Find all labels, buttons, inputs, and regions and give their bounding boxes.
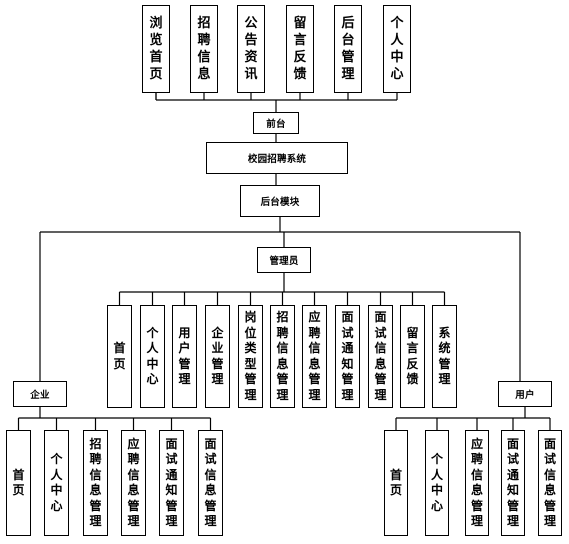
backend-node: 后台模块 xyxy=(240,185,320,217)
frontend-module-2: 招聘信息 xyxy=(190,5,218,93)
admin-module-11: 系统管理 xyxy=(432,305,457,408)
enterprise-module-label: 面试信息管理 xyxy=(204,436,217,529)
enterprise-module-3: 招聘信息管理 xyxy=(83,430,108,536)
admin-module-8: 面试通知管理 xyxy=(335,305,360,408)
frontend-module-label: 后台管理 xyxy=(341,16,355,82)
user-module-3: 应聘信息管理 xyxy=(465,430,489,536)
enterprise-module-1: 首页 xyxy=(6,430,31,536)
admin-module-label: 留言反馈 xyxy=(406,325,419,387)
frontend-module-label: 留言反馈 xyxy=(293,16,307,82)
enterprise-module-label: 应聘信息管理 xyxy=(127,436,140,529)
frontend-module-6: 个人中心 xyxy=(383,5,411,93)
admin-module-label: 面试通知管理 xyxy=(341,310,354,402)
admin-module-3: 用户管理 xyxy=(172,305,197,408)
enterprise-module-label: 面试通知管理 xyxy=(165,436,178,529)
admin-module-7: 应聘信息管理 xyxy=(302,305,327,408)
admin-module-10: 留言反馈 xyxy=(400,305,425,408)
user-module-label: 应聘信息管理 xyxy=(470,436,483,529)
enterprise-module-2: 个人中心 xyxy=(44,430,69,536)
user-module-4: 面试通知管理 xyxy=(501,430,525,536)
enterprise-module-label: 招聘信息管理 xyxy=(89,436,102,529)
user-module-label: 面试通知管理 xyxy=(506,436,519,529)
enterprise-module-5: 面试通知管理 xyxy=(159,430,184,536)
enterprise-module-label: 个人中心 xyxy=(50,452,63,513)
enterprise-module-label: 首页 xyxy=(12,467,25,498)
admin-node: 管理员 xyxy=(257,247,311,273)
frontend-module-3: 公告资讯 xyxy=(237,5,265,93)
frontend-module-label: 招聘信息 xyxy=(197,16,211,82)
admin-module-label: 企业管理 xyxy=(211,325,224,387)
frontend-module-4: 留言反馈 xyxy=(286,5,314,93)
admin-module-2: 个人中心 xyxy=(140,305,165,408)
frontend-module-label: 公告资讯 xyxy=(244,16,258,82)
user-module-label: 首页 xyxy=(389,467,402,498)
frontend-module-5: 后台管理 xyxy=(334,5,362,93)
frontend-node: 前台 xyxy=(253,112,299,134)
admin-module-label: 首页 xyxy=(113,341,126,371)
admin-module-label: 岗位类型管理 xyxy=(244,310,257,402)
user-module-label: 个人中心 xyxy=(430,452,443,513)
frontend-module-label: 浏览首页 xyxy=(149,16,163,82)
enterprise-node: 企业 xyxy=(13,381,67,407)
user-node: 用户 xyxy=(498,381,552,407)
enterprise-module-4: 应聘信息管理 xyxy=(121,430,146,536)
admin-module-4: 企业管理 xyxy=(205,305,230,408)
admin-module-label: 个人中心 xyxy=(146,325,159,387)
admin-module-6: 招聘信息管理 xyxy=(270,305,295,408)
user-module-5: 面试信息管理 xyxy=(538,430,562,536)
system-title-node: 校园招聘系统 xyxy=(206,142,348,174)
admin-module-9: 面试信息管理 xyxy=(368,305,393,408)
admin-module-label: 应聘信息管理 xyxy=(308,310,321,402)
admin-module-label: 系统管理 xyxy=(438,325,451,387)
admin-module-1: 首页 xyxy=(107,305,132,408)
admin-module-label: 招聘信息管理 xyxy=(276,310,289,402)
frontend-module-1: 浏览首页 xyxy=(142,5,170,93)
user-module-1: 首页 xyxy=(384,430,408,536)
admin-module-label: 面试信息管理 xyxy=(374,310,387,402)
user-module-label: 面试信息管理 xyxy=(543,436,556,529)
admin-module-5: 岗位类型管理 xyxy=(238,305,263,408)
frontend-module-label: 个人中心 xyxy=(390,16,404,82)
user-module-2: 个人中心 xyxy=(425,430,449,536)
admin-module-label: 用户管理 xyxy=(178,325,191,387)
enterprise-module-6: 面试信息管理 xyxy=(198,430,223,536)
